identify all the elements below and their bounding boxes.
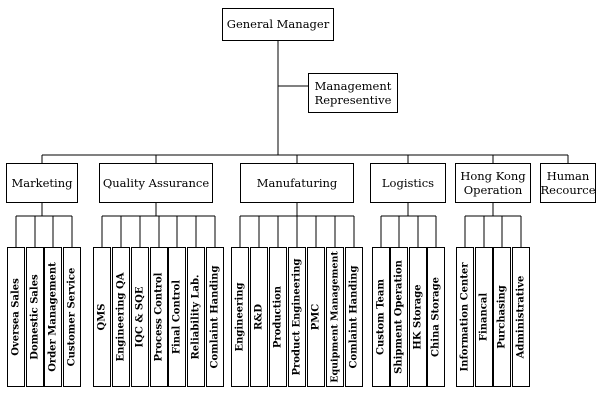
unit-box: Financal bbox=[475, 247, 493, 387]
unit-label: Customer Service bbox=[66, 267, 78, 367]
unit-label: Domestic Sales bbox=[29, 274, 41, 360]
unit-box: Product Engineering bbox=[288, 247, 306, 387]
department-logistics: Logistics bbox=[370, 163, 446, 203]
unit-box: Equipment Management bbox=[326, 247, 344, 387]
department-human-recource: Human Recource bbox=[540, 163, 596, 203]
unit-label: Comlaint Handing bbox=[348, 265, 360, 369]
unit-box: Custom Team bbox=[372, 247, 390, 387]
department-manufaturing-label: Manufaturing bbox=[256, 175, 338, 190]
general-manager-box: General Manager bbox=[222, 8, 334, 41]
department-marketing: Marketing bbox=[6, 163, 78, 203]
unit-label: Administrative bbox=[515, 275, 527, 359]
unit-label: Oversea Sales bbox=[10, 278, 22, 356]
unit-label: Reliability Lab. bbox=[190, 274, 202, 360]
unit-box: Comlaint Handing bbox=[206, 247, 224, 387]
unit-label: Process Control bbox=[153, 272, 165, 362]
unit-box: China Storage bbox=[427, 247, 445, 387]
unit-label: Production bbox=[272, 285, 284, 349]
unit-box: Shipment Operation bbox=[390, 247, 408, 387]
general-manager-label: General Manager bbox=[226, 17, 330, 32]
unit-label: Financal bbox=[478, 292, 490, 342]
department-human-recource-line2: Recource bbox=[540, 183, 596, 197]
unit-label: Product Engineering bbox=[291, 258, 303, 376]
management-representive-line1: Management bbox=[314, 78, 392, 93]
unit-label: Comlaint Handing bbox=[209, 265, 221, 369]
unit-box: HK Storage bbox=[409, 247, 427, 387]
unit-box: Information Center bbox=[456, 247, 474, 387]
department-hong-kong-operation-line2: Operation bbox=[463, 183, 523, 197]
unit-box: IQC & SQE bbox=[131, 247, 149, 387]
unit-label: R&D bbox=[253, 303, 265, 331]
unit-label: Shipment Operation bbox=[393, 260, 405, 374]
unit-box: Engineering bbox=[231, 247, 249, 387]
unit-box: Customer Service bbox=[63, 247, 81, 387]
unit-label: Purchasing bbox=[496, 285, 508, 349]
unit-label: QMS bbox=[96, 303, 108, 331]
department-manufaturing: Manufaturing bbox=[240, 163, 354, 203]
unit-label: Equipment Management bbox=[329, 251, 341, 383]
unit-box: Administrative bbox=[512, 247, 530, 387]
unit-label: Information Center bbox=[459, 262, 471, 372]
department-quality-assurance-label: Quality Assurance bbox=[102, 175, 210, 190]
department-quality-assurance: Quality Assurance bbox=[99, 163, 213, 203]
unit-box: Domestic Sales bbox=[26, 247, 44, 387]
unit-label: IQC & SQE bbox=[134, 286, 146, 348]
department-human-recource-line1: Human bbox=[546, 168, 590, 183]
department-hong-kong-operation-line1: Hong Kong bbox=[460, 168, 526, 183]
unit-label: China Storage bbox=[430, 277, 442, 357]
unit-box: QMS bbox=[93, 247, 111, 387]
department-logistics-label: Logistics bbox=[381, 175, 435, 190]
unit-box: Reliability Lab. bbox=[187, 247, 205, 387]
unit-box: Purchasing bbox=[493, 247, 511, 387]
unit-label: Final Control bbox=[171, 279, 183, 355]
management-representive-box: Management Representive bbox=[308, 73, 398, 113]
unit-box: Comlaint Handing bbox=[345, 247, 363, 387]
unit-label: PMC bbox=[310, 303, 322, 331]
unit-label: Engineering QA bbox=[115, 272, 127, 362]
unit-box: Final Control bbox=[168, 247, 186, 387]
unit-label: Custom Team bbox=[375, 279, 387, 355]
management-representive-line2: Representive bbox=[314, 93, 392, 107]
unit-label: Engineering bbox=[234, 282, 246, 352]
department-hong-kong-operation: Hong Kong Operation bbox=[455, 163, 531, 203]
unit-box: PMC bbox=[307, 247, 325, 387]
unit-box: Process Control bbox=[150, 247, 168, 387]
unit-box: Oversea Sales bbox=[7, 247, 25, 387]
unit-box: R&D bbox=[250, 247, 268, 387]
unit-label: HK Storage bbox=[412, 284, 424, 350]
unit-label: Order Management bbox=[47, 262, 59, 372]
unit-box: Production bbox=[269, 247, 287, 387]
unit-box: Engineering QA bbox=[112, 247, 130, 387]
department-marketing-label: Marketing bbox=[11, 175, 73, 190]
unit-box: Order Management bbox=[44, 247, 62, 387]
